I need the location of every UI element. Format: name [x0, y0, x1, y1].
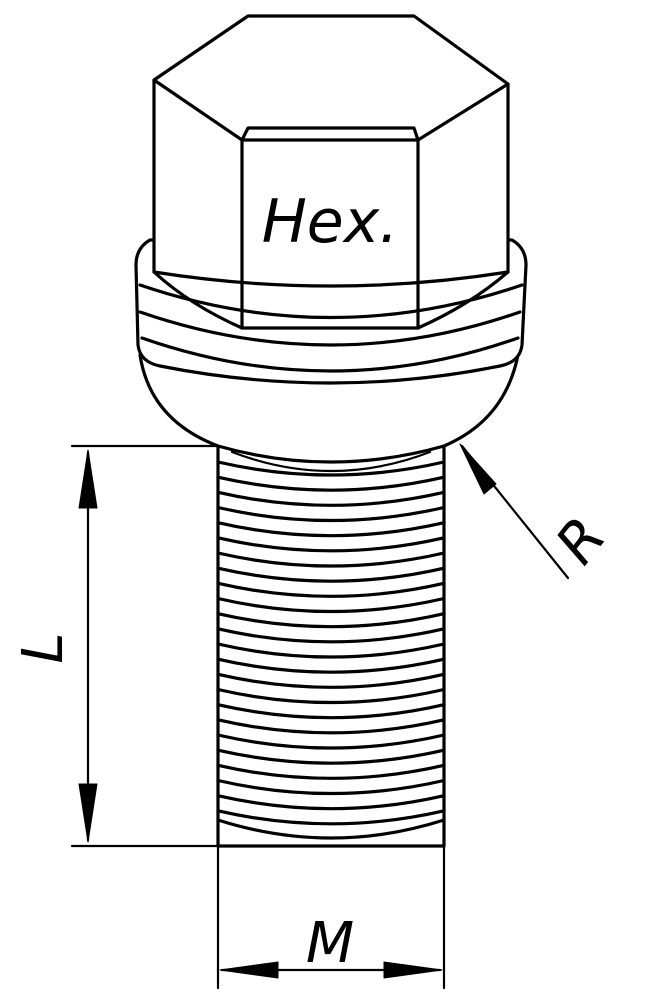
thread-line: [216, 460, 446, 477]
thread-lines: [216, 460, 446, 826]
thread-line: [216, 672, 446, 689]
radius-label: R: [544, 506, 619, 577]
washer-ring-3: [140, 336, 520, 373]
thread-line: [216, 505, 446, 523]
length-arrow-top: [78, 449, 98, 509]
radius-arrow: [459, 443, 497, 495]
diameter-arrow-right: [383, 961, 443, 979]
seat-inner-curve: [230, 450, 432, 473]
shank-bottom-edge: [216, 818, 446, 840]
hex-bevel-left: [240, 126, 420, 142]
thread-line: [216, 551, 446, 568]
thread-line: [216, 627, 446, 644]
thread-line: [216, 596, 446, 614]
dimension-diameter: M: [216, 814, 446, 990]
hex-head: Hex.: [152, 14, 510, 330]
thread-line: [216, 536, 446, 553]
dimension-radius: R: [459, 443, 619, 580]
thread-line: [216, 642, 446, 659]
thread-line: [216, 687, 446, 705]
threaded-shank: [216, 444, 446, 848]
hex-bottom-curve-left: [152, 270, 244, 330]
thread-line: [216, 490, 446, 507]
diameter-label: M: [306, 911, 354, 976]
thread-line: [216, 703, 446, 720]
hex-bottom-curve-right: [416, 270, 510, 330]
thread-line: [216, 748, 446, 765]
thread-line: [216, 475, 446, 492]
thread-line: [216, 612, 446, 629]
thread-line: [216, 718, 446, 735]
thread-line: [216, 566, 446, 583]
thread-line: [216, 794, 446, 811]
length-arrow-bottom: [78, 783, 98, 843]
thread-line: [216, 778, 446, 796]
length-label: L: [11, 632, 76, 663]
thread-line: [216, 521, 446, 538]
thread-line: [216, 809, 446, 826]
conical-seat: [138, 353, 520, 464]
thread-line: [216, 657, 446, 674]
thread-line: [216, 581, 446, 598]
thread-line: [216, 733, 446, 750]
diameter-arrow-left: [219, 961, 279, 979]
hex-top-face: [152, 78, 510, 142]
dimension-length: L: [11, 444, 220, 848]
washer-ring-2: [138, 310, 522, 347]
thread-line: [216, 763, 446, 780]
hex-label: Hex.: [262, 187, 399, 257]
